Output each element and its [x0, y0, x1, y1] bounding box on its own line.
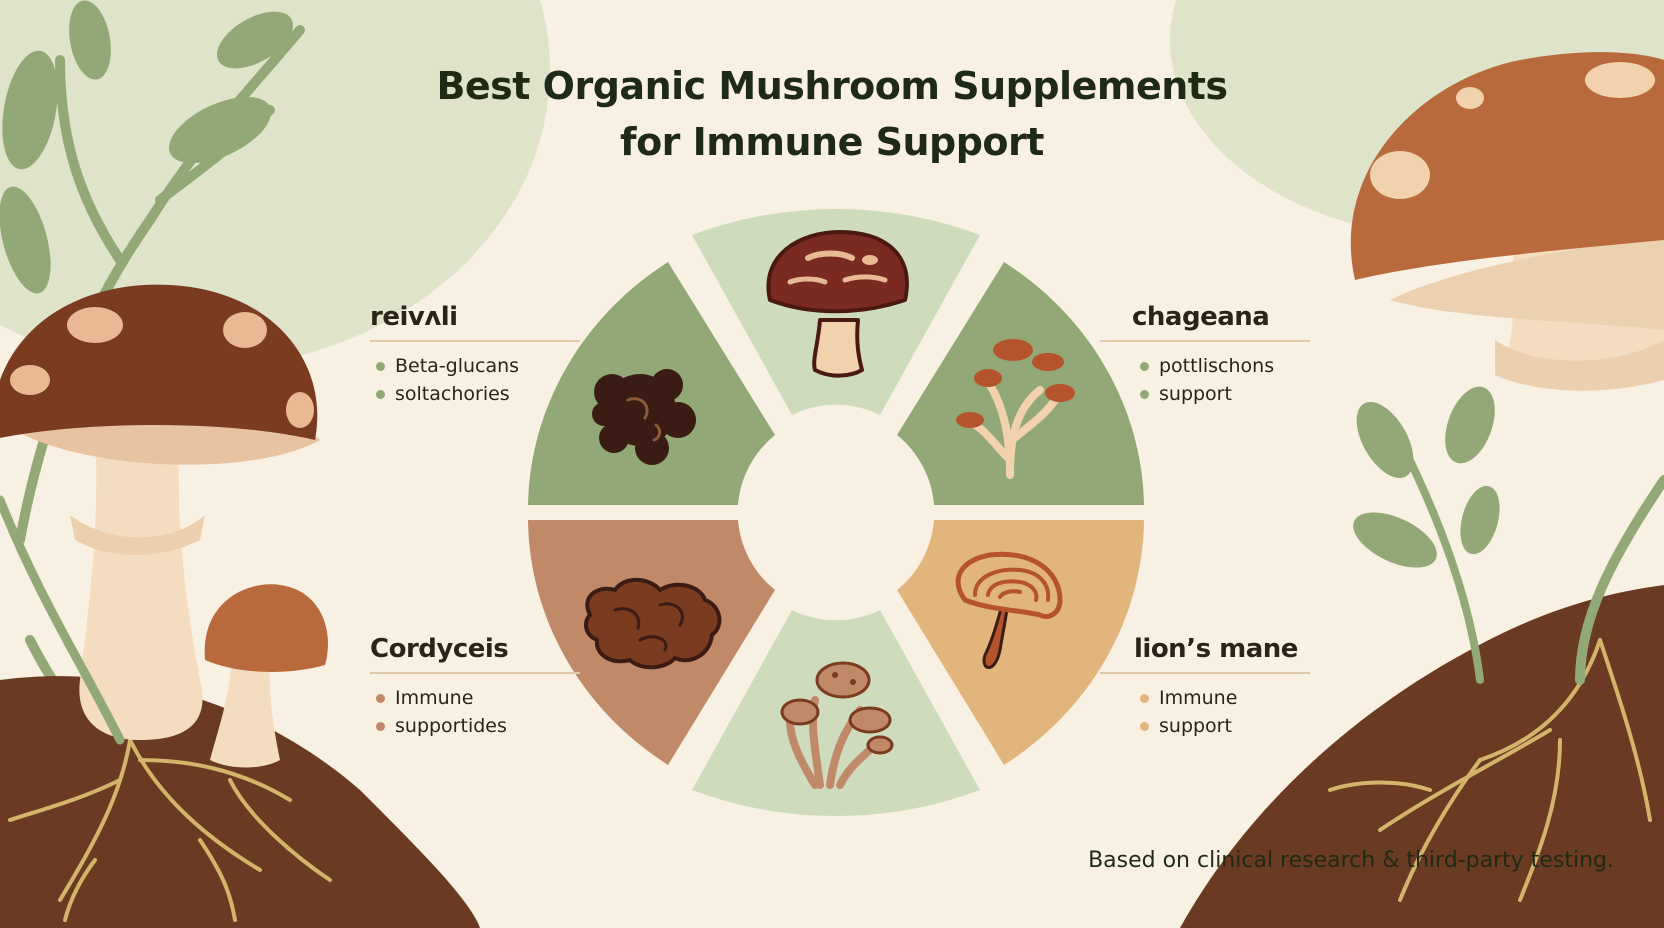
leaves-left-icon	[0, 0, 293, 294]
cordyceps-icon	[780, 661, 894, 789]
list-item: soltachories	[370, 380, 580, 408]
label-divider	[1100, 340, 1310, 342]
bullet-dot-icon	[376, 721, 385, 731]
roots-right-icon	[1328, 638, 1652, 902]
label-bottom-left: Cordyceis Immune supportides	[370, 632, 580, 740]
label-name: lion’s mane	[1134, 634, 1298, 664]
bullet-dot-icon	[1140, 721, 1149, 731]
bullet-dot-icon	[376, 389, 385, 399]
list-item: Immune	[1134, 684, 1310, 712]
mushroom-large-right-icon	[1350, 52, 1664, 391]
bullet-list: Immune support	[1100, 684, 1310, 740]
bullet-dot-icon	[1140, 693, 1149, 703]
title-line-2: for Immune Support	[620, 120, 1044, 164]
list-item: support	[1134, 712, 1310, 740]
label-bottom-right: lion’s mane Immune support	[1100, 632, 1310, 740]
bullet-list: Beta-glucans soltachories	[370, 352, 580, 408]
wheel-center	[744, 420, 928, 604]
background-blob-left	[0, 0, 550, 370]
label-divider	[370, 672, 580, 674]
label-name: reivʌli	[370, 302, 458, 332]
bullet-dot-icon	[376, 693, 385, 703]
bullet-list: pottlischons support	[1100, 352, 1310, 408]
label-divider	[370, 340, 580, 342]
bullet-dot-icon	[1140, 361, 1149, 371]
bullet-dot-icon	[376, 361, 385, 371]
label-top-right: chageana pottlischons support	[1100, 300, 1310, 408]
list-item: supportides	[370, 712, 580, 740]
bullet-list: Immune supportides	[370, 684, 580, 740]
reishi-icon	[766, 230, 909, 378]
sprout-right-icon	[1353, 386, 1664, 685]
bullet-dot-icon	[1140, 389, 1149, 399]
list-item: Immune	[370, 684, 580, 712]
turkey-tail-icon	[583, 577, 722, 670]
list-item: Beta-glucans	[370, 352, 580, 380]
chaga-icon	[592, 369, 696, 465]
mushroom-large-left-icon	[0, 284, 320, 740]
vine-left-front-icon	[0, 495, 125, 745]
label-name: Cordyceis	[370, 634, 509, 664]
list-item: pottlischons	[1134, 352, 1310, 380]
page-title: Best Organic Mushroom Supplements for Im…	[0, 58, 1664, 170]
list-item: support	[1134, 380, 1310, 408]
label-divider	[1100, 672, 1310, 674]
lions-mane-icon	[955, 551, 1063, 669]
wheel-segment-upper-right	[897, 262, 1144, 505]
label-name: chageana	[1132, 302, 1270, 332]
roots-left-icon	[8, 738, 332, 922]
title-line-1: Best Organic Mushroom Supplements	[436, 64, 1228, 108]
mushroom-small-left-icon	[204, 584, 328, 768]
label-top-left: reivʌli Beta-glucans soltachories	[370, 300, 580, 408]
footnote: Based on clinical research & third-party…	[1088, 848, 1614, 873]
maitake-icon	[956, 339, 1075, 479]
wheel-segment-bottom	[692, 610, 980, 817]
